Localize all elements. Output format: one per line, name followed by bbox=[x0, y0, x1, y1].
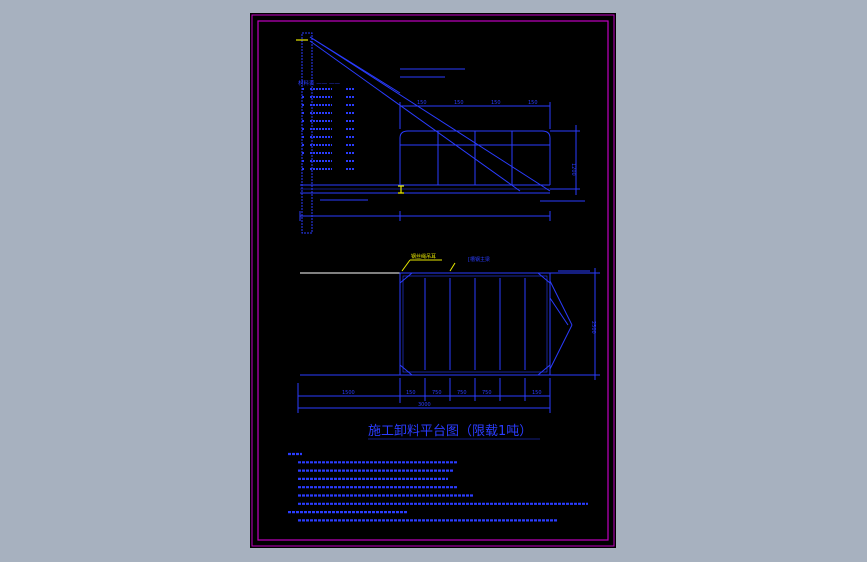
platform-outline bbox=[399, 272, 551, 376]
brace-4 bbox=[537, 364, 551, 376]
drawing-sheet: 材料表 —— —— 150 150 150 150 1200 bbox=[250, 13, 616, 548]
plan-callout-2: [槽钢主梁 bbox=[468, 256, 490, 263]
plan-highlights bbox=[401, 259, 456, 272]
callout-leader-2 bbox=[449, 262, 456, 272]
tie-3 bbox=[549, 297, 569, 326]
wall-column bbox=[301, 32, 313, 234]
dim-bottom-3: 750 bbox=[432, 390, 442, 396]
cad-drawing: 材料表 —— —— 150 150 150 150 1200 bbox=[251, 14, 615, 547]
dim-bottom-2: 150 bbox=[406, 390, 416, 396]
drawing-title: 施工卸料平台图（限载1吨） bbox=[368, 423, 532, 439]
i-beam-mark bbox=[398, 185, 404, 194]
dim-side-plan: 2500 bbox=[590, 321, 596, 334]
brace-1 bbox=[399, 272, 413, 284]
dim-bottom-total: 3000 bbox=[418, 402, 431, 408]
inner-frame bbox=[257, 20, 609, 541]
material-table-rows bbox=[302, 88, 354, 170]
platform-inner bbox=[402, 275, 548, 373]
cable-3 bbox=[309, 36, 401, 94]
cable-2 bbox=[309, 40, 521, 192]
dim-bottom-5: 750 bbox=[482, 390, 492, 396]
elevation-highlights bbox=[296, 39, 404, 194]
brace-3 bbox=[537, 272, 551, 284]
tie-1 bbox=[549, 280, 573, 326]
tie-2 bbox=[549, 324, 573, 370]
elevation-view bbox=[299, 32, 585, 234]
plan-callout-1: 钢丝绳吊耳 bbox=[411, 253, 436, 260]
callout-leader-1 bbox=[401, 259, 411, 272]
dim-top-1: 150 bbox=[417, 100, 427, 106]
dim-top-2: 150 bbox=[454, 100, 464, 106]
material-table: 材料表 —— —— bbox=[298, 79, 340, 87]
dim-bottom-4: 750 bbox=[457, 390, 467, 396]
elev-dim-labels: 150 150 150 150 1200 bbox=[417, 100, 576, 176]
brace-2 bbox=[399, 364, 413, 376]
cable-1 bbox=[309, 36, 551, 192]
dim-top-3: 150 bbox=[491, 100, 501, 106]
notes-block bbox=[288, 452, 588, 522]
dim-side-elev: 1200 bbox=[570, 163, 576, 176]
dim-bottom-1: 1500 bbox=[342, 390, 355, 396]
dim-bottom-6: 150 bbox=[532, 390, 542, 396]
outer-frame bbox=[251, 14, 615, 547]
plan-dim-labels: 1500 150 750 750 750 150 3000 2500 bbox=[342, 321, 596, 408]
dim-top-4: 150 bbox=[528, 100, 538, 106]
plan-view bbox=[297, 268, 600, 413]
table-header: 材料表 —— —— bbox=[298, 79, 340, 87]
